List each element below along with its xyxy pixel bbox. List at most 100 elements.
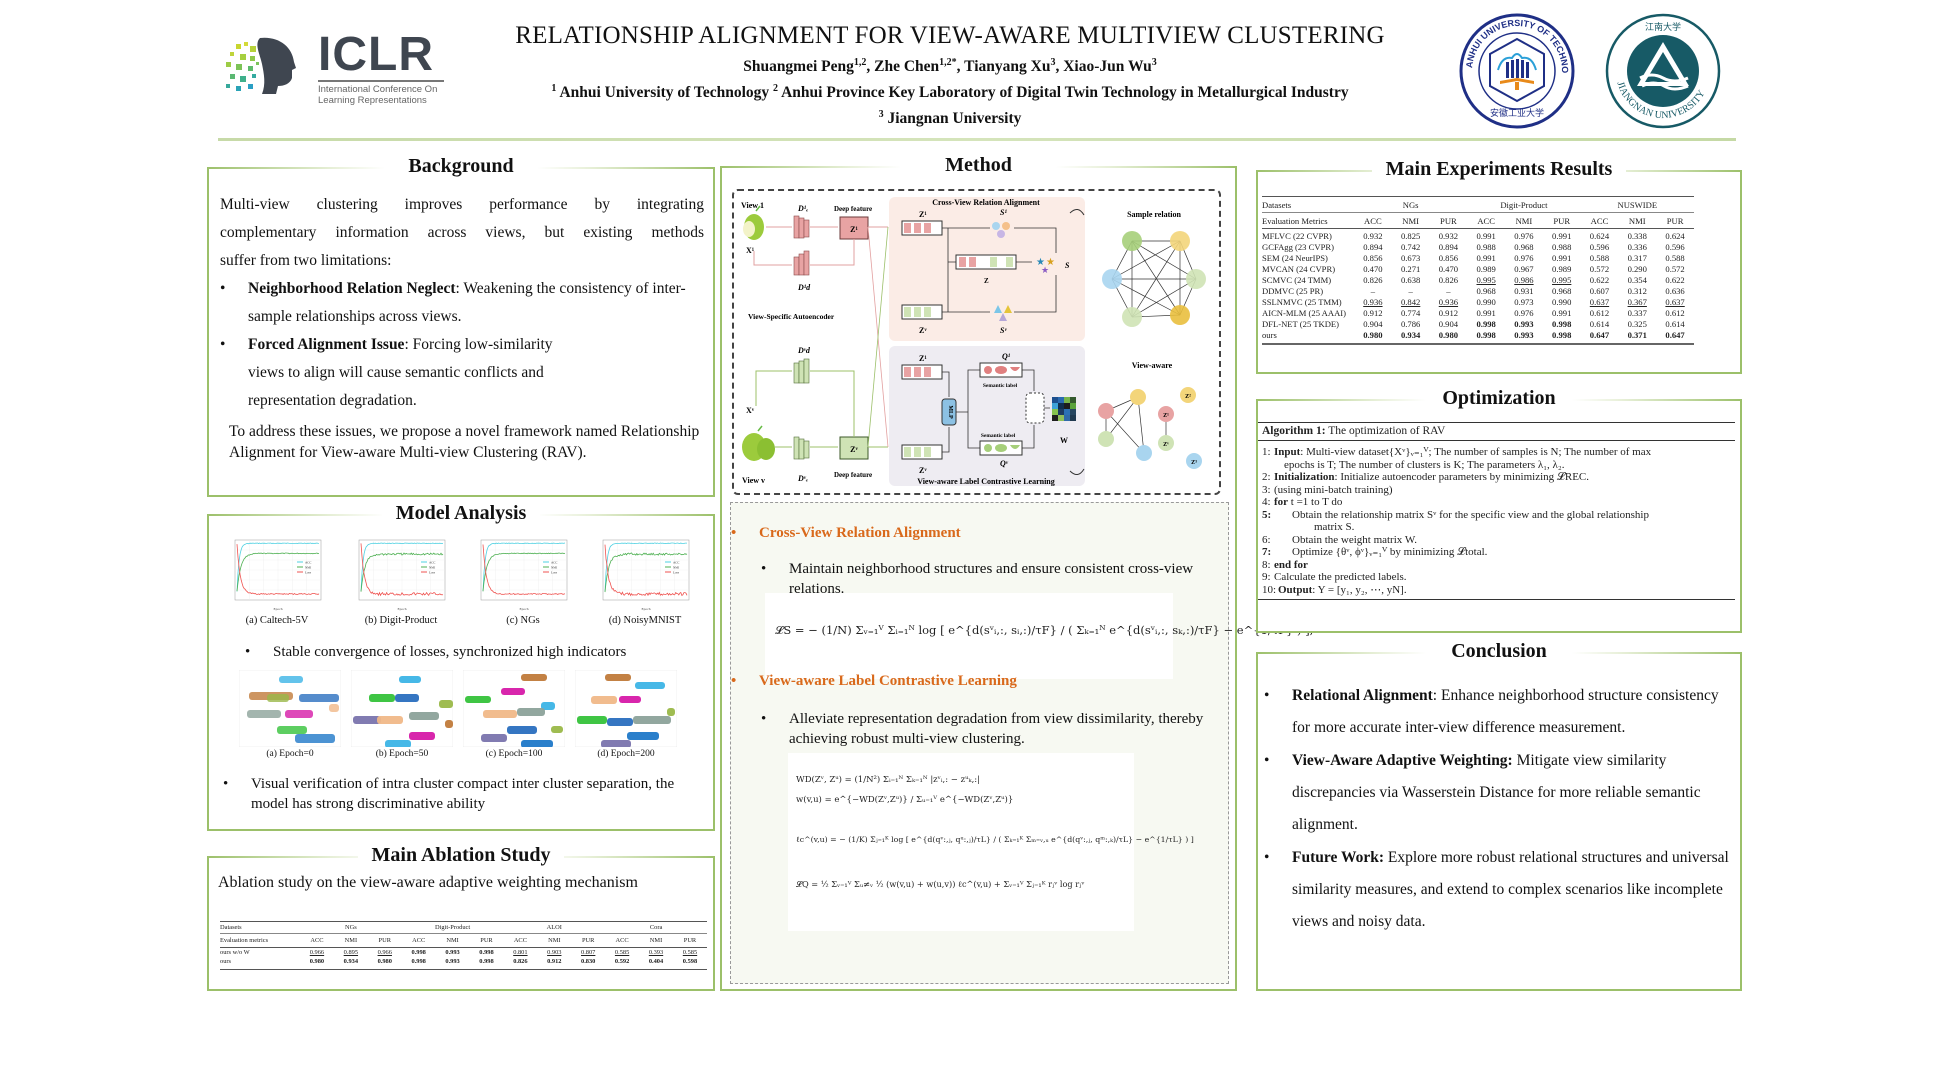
metric-header: NMI — [1391, 212, 1430, 229]
legend-label: NMI — [429, 566, 435, 570]
algorithm-step: 3:(using mini-batch training) — [1258, 484, 1735, 497]
table-cell: 0.966 — [309, 949, 325, 956]
metric-header: PUR — [1429, 212, 1468, 229]
q1-semantic-icon — [979, 362, 1023, 378]
table-cell: 0.371 — [1618, 330, 1657, 345]
datasets-label: Datasets — [220, 921, 300, 934]
encoder-1-icon — [793, 215, 810, 239]
table-cell: 0.986 — [1514, 275, 1534, 285]
table-cell: 0.404 — [639, 957, 673, 970]
table-cell: 0.990 — [1476, 297, 1496, 307]
cluster-blob — [409, 712, 439, 720]
header-divider — [218, 138, 1736, 141]
table-cell: 0.614 — [1589, 319, 1610, 329]
algorithm-step: matrix S. — [1258, 521, 1735, 534]
cluster-blob — [517, 708, 545, 716]
affiliations-line2: 3 Jiangnan University — [878, 109, 1022, 128]
iclr-logo: ICLR International Conference On Learnin… — [222, 30, 452, 106]
x-axis-label: Epoch — [398, 607, 407, 611]
node-label: Z¹ — [1163, 413, 1169, 419]
logo-subtitle: International Conference On Learning Rep… — [318, 84, 437, 106]
cluster-blob — [465, 696, 491, 703]
table-cell: 0.989 — [1476, 264, 1496, 274]
table-cell: 0.903 — [547, 949, 562, 956]
decv-label: Dᵛd — [797, 346, 811, 355]
encv-label: Dᵛₑ — [797, 474, 808, 483]
conclusion-panel: Conclusion Relational Alignment: Enhance… — [1256, 640, 1742, 991]
matrix-cell — [1064, 397, 1070, 403]
tsne-note: Visual verification of intra cluster com… — [223, 774, 683, 814]
author: Xiao-Jun Wu3 — [1063, 57, 1157, 76]
metrics-label: Evaluation metrics — [220, 933, 300, 948]
svg-text:安徽工业大学: 安徽工业大学 — [1490, 107, 1544, 119]
background-closing: To address these issues, we propose a no… — [229, 423, 700, 461]
table-cell: 0.904 — [1438, 319, 1459, 329]
table-cell: 0.638 — [1400, 275, 1421, 285]
table-cell: 0.786 — [1400, 319, 1421, 329]
algorithm-step: 7:Optimize {θᵛ, ϕᵛ}ᵥ₌₁ⱽ by minimizing 𝓛t… — [1258, 546, 1735, 559]
title-block: RELATIONSHIP ALIGNMENT FOR VIEW-AWARE MU… — [440, 20, 1460, 130]
node-label: Z² — [1185, 394, 1191, 400]
table-cell: 0.894 — [1363, 242, 1383, 252]
node-label: Zᵛ — [1163, 442, 1169, 448]
relation-edge — [1131, 240, 1197, 280]
author: Tianyang Xu3 — [964, 57, 1056, 76]
cluster-blob — [247, 710, 281, 718]
legend-label: ACC — [305, 561, 312, 565]
results-title: Main Experiments Results — [1258, 156, 1740, 182]
author: Zhe Chen1,2* — [874, 57, 957, 76]
table-cell: 0.856 — [1363, 253, 1383, 263]
table-cell: 0.830 — [571, 957, 606, 970]
step-number: 1: — [1262, 446, 1271, 458]
view-aware-label: View-aware — [1132, 361, 1173, 370]
table-cell: 0.991 — [1552, 308, 1572, 318]
cluster-blob — [285, 710, 313, 718]
table-cell: 0.993 — [1505, 330, 1543, 345]
loss-line — [482, 544, 566, 596]
method-name: DFL-NET (25 TKDE) — [1262, 319, 1340, 329]
algorithm-steps: 1:Input: Multi-view dataset{Xᵛ}ᵥ₌₁ⱽ; The… — [1258, 441, 1735, 600]
legend-label: Loss — [673, 571, 680, 575]
matrix-cell — [1064, 403, 1070, 409]
sample-relation-label: Sample relation — [1127, 210, 1181, 219]
conclusion-item: Future Work: Explore more robust relatio… — [1264, 842, 1734, 938]
node-label: Z³ — [1191, 460, 1197, 466]
acc-line — [360, 542, 444, 592]
table-cell: 0.317 — [1627, 253, 1647, 263]
table-cell: 0.612 — [1589, 308, 1610, 318]
step-number: 2: — [1262, 471, 1271, 483]
matrix-cell — [1070, 415, 1076, 421]
cluster-blob — [483, 710, 517, 718]
relation-loss-formula: 𝓛S = − (1/N) Σᵥ₌₁ⱽ Σᵢ₌₁ᴺ log [ e^{d(sᵛᵢ,… — [765, 593, 1313, 679]
step-keyword: Output — [1278, 583, 1313, 596]
z1-feature-bar — [901, 220, 943, 236]
step-keyword: for — [1274, 496, 1289, 508]
table-cell: 0.980 — [300, 957, 334, 970]
method-name: ours — [1262, 330, 1354, 345]
table-cell: 0.998 — [1552, 319, 1572, 329]
method-section-heading: View-aware Label Contrastive Learning — [731, 673, 1017, 690]
limitation-item: Forced Alignment Issue: Forcing low-simi… — [220, 331, 704, 415]
s1-label: S¹ — [1000, 208, 1007, 217]
cluster-blob — [267, 694, 289, 702]
limitation-item: Neighborhood Relation Neglect: Weakening… — [220, 275, 704, 331]
algorithm-step: epochs is T; The number of clusters is K… — [1258, 459, 1735, 472]
sample-node — [1102, 269, 1122, 289]
figure-caption: (b) Epoch=50 — [375, 749, 429, 759]
table-cell: 0.598 — [672, 957, 707, 970]
matrix-cell — [1070, 403, 1076, 409]
matrix-cell — [1052, 403, 1058, 409]
view1-label: View 1 — [741, 201, 764, 210]
metric-header: ACC — [605, 933, 640, 948]
table-cell: 0.337 — [1627, 308, 1647, 318]
pear-icon — [743, 205, 764, 240]
cluster-blob — [481, 734, 507, 742]
acc-line — [236, 542, 320, 592]
figure-caption: (c) NGs — [506, 615, 540, 626]
table-cell: 0.980 — [1354, 330, 1392, 345]
table-cell: 0.991 — [1552, 253, 1572, 263]
s-cluster-icon: ★★★ — [1036, 257, 1055, 275]
